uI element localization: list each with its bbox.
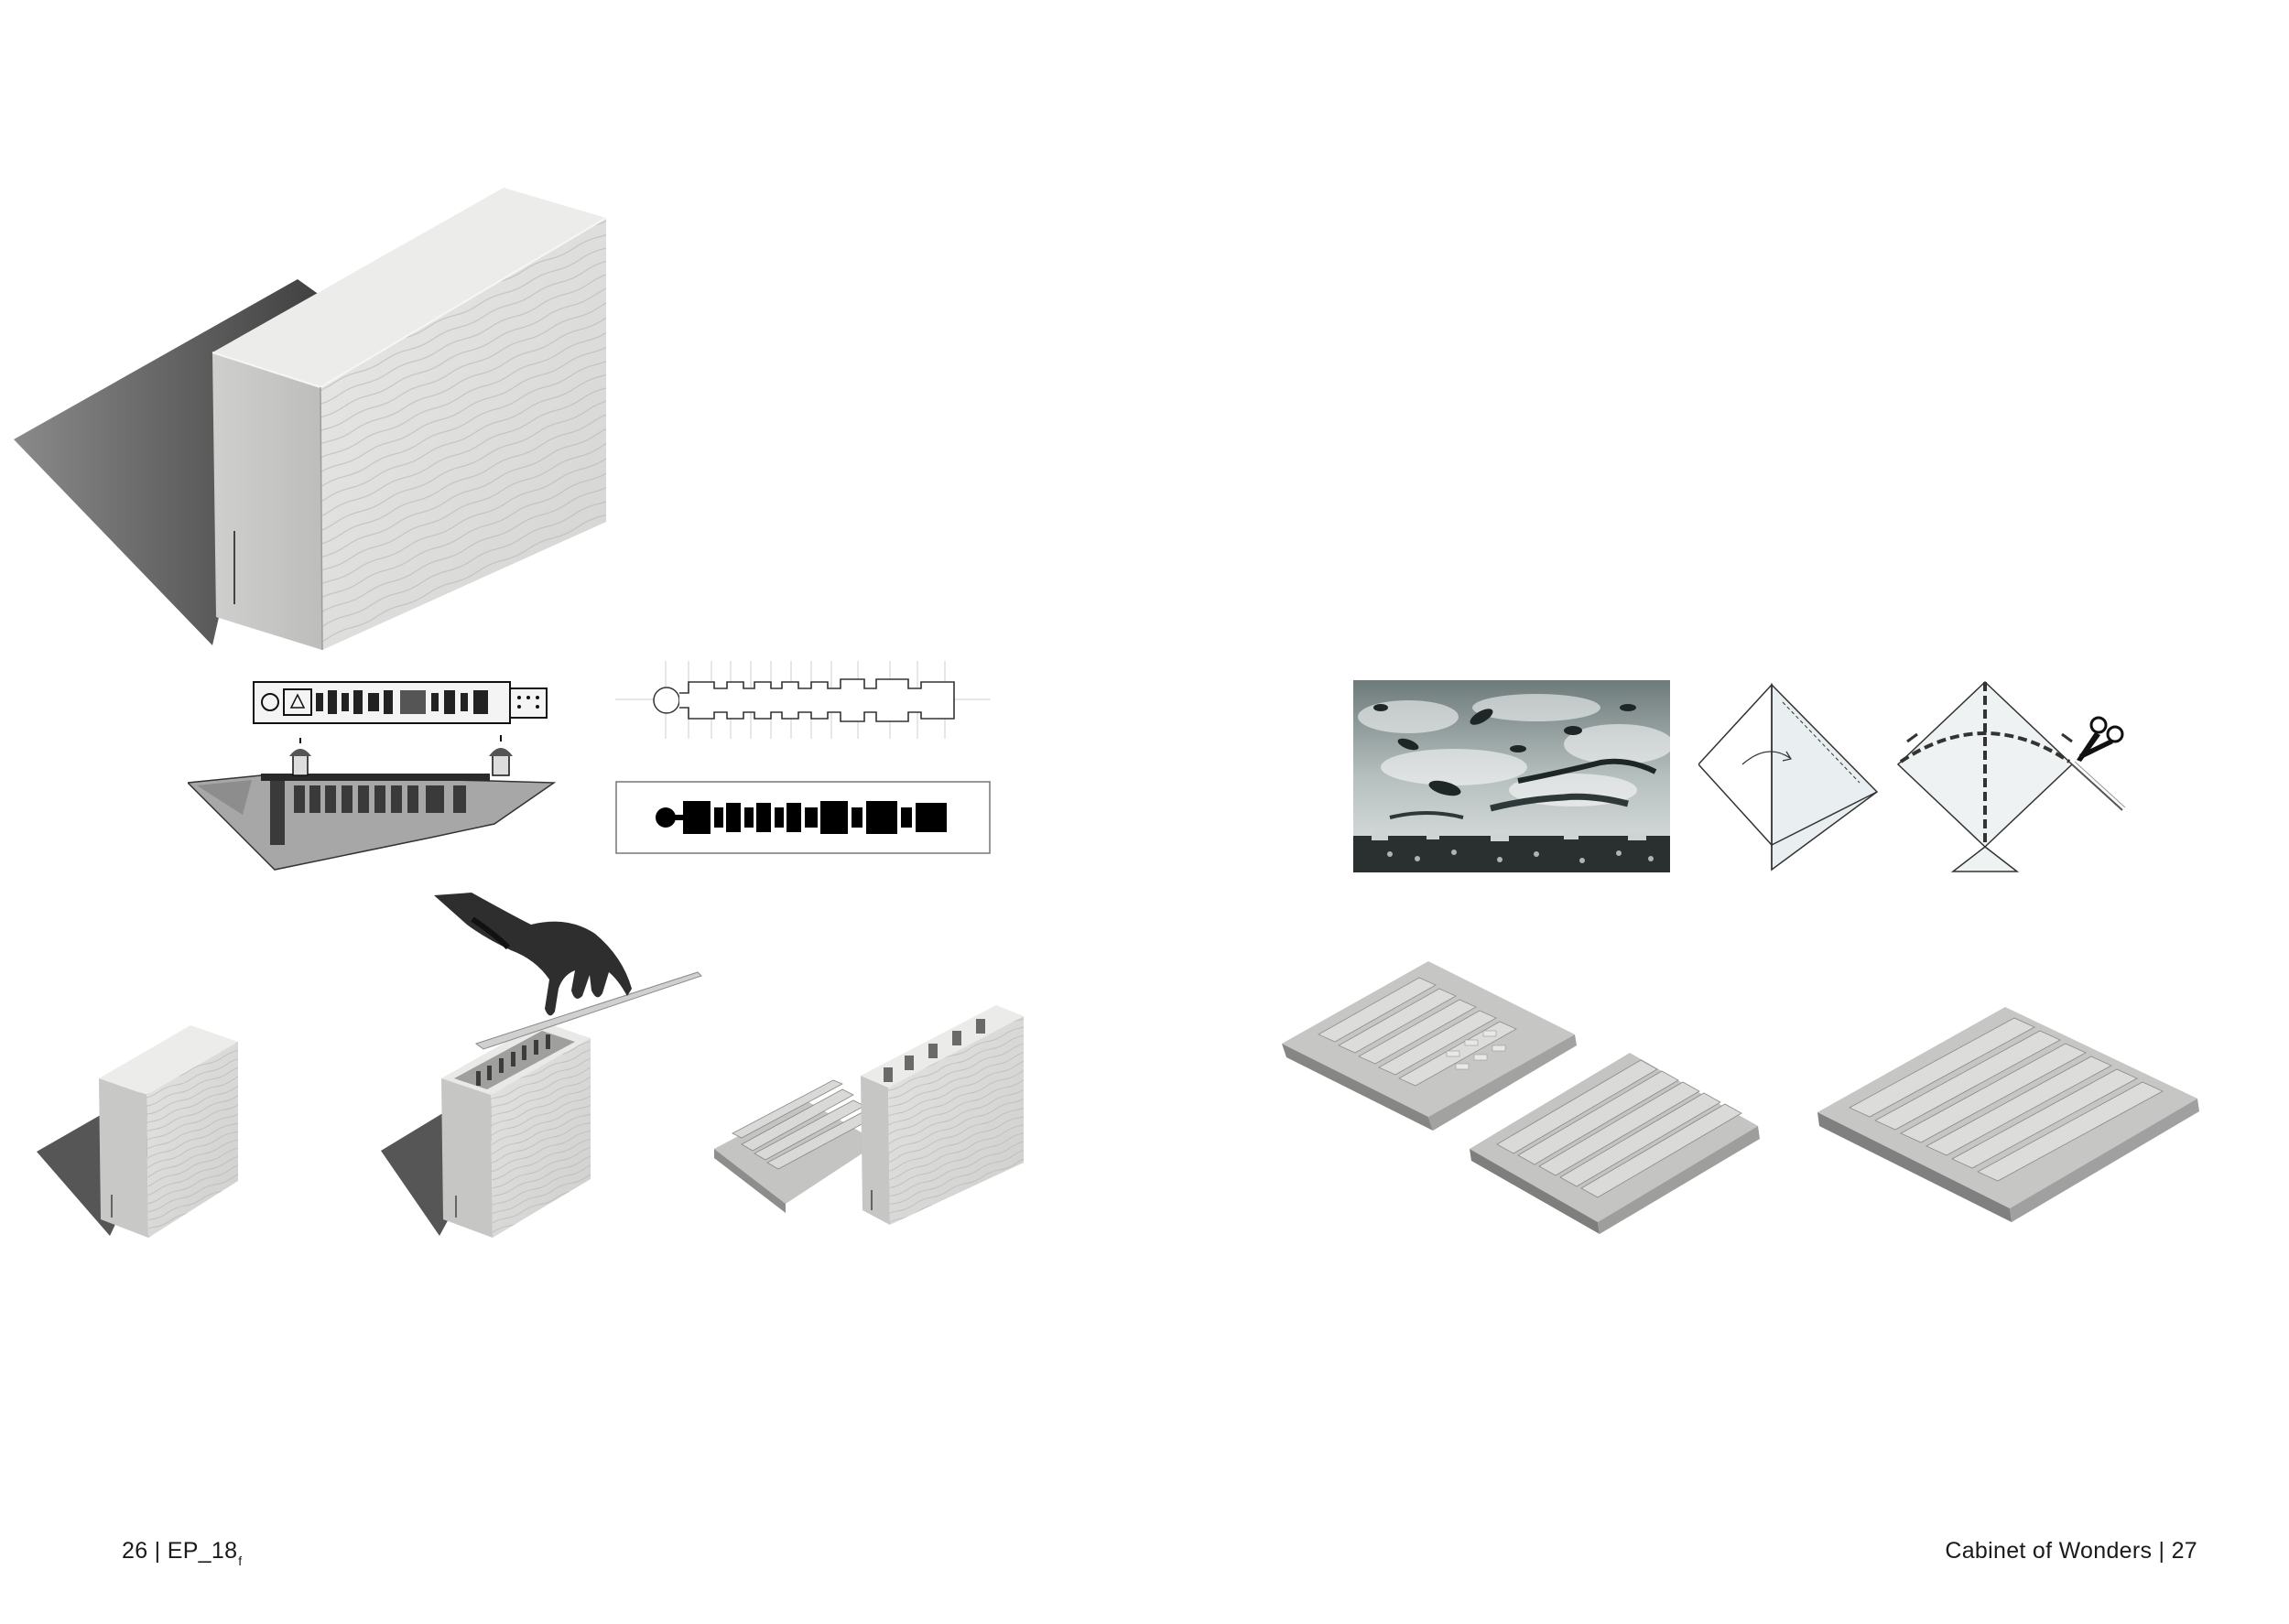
paper-fold-diagram bbox=[1698, 680, 1882, 872]
model-step-3 bbox=[714, 1005, 1024, 1225]
left-page-number: 26 bbox=[122, 1538, 148, 1564]
kite-festival-photo bbox=[1353, 680, 1670, 872]
historic-plan-section-drawing bbox=[188, 677, 655, 874]
model-step-2 bbox=[381, 893, 702, 1238]
right-folio-separator: | bbox=[2152, 1538, 2172, 1564]
left-folio-subscript: f bbox=[238, 1554, 243, 1568]
right-folio-label: Cabinet of Wonders bbox=[1945, 1538, 2153, 1564]
right-page-folio: Cabinet of Wonders | 27 bbox=[1945, 1538, 2197, 1564]
carved-model-c bbox=[1817, 1007, 2199, 1222]
plan-outline-diagram bbox=[615, 652, 991, 748]
model-step-1 bbox=[37, 1025, 238, 1238]
right-page-number: 27 bbox=[2171, 1538, 2197, 1564]
carved-model-a bbox=[1282, 961, 1577, 1131]
left-folio-label: EP_18 bbox=[167, 1538, 238, 1564]
timber-carving-sequence-photo bbox=[37, 888, 1044, 1254]
left-folio-separator: | bbox=[147, 1538, 168, 1564]
carved-model-b bbox=[1470, 1053, 1760, 1234]
left-page-folio: 26 | EP_18f bbox=[122, 1538, 242, 1568]
plan-solid-diagram bbox=[615, 781, 991, 854]
hero-timber-block-photo bbox=[0, 174, 623, 668]
scissors-icon bbox=[2077, 716, 2124, 762]
kite-cut-diagram bbox=[1893, 677, 2132, 874]
carved-timber-models-photo bbox=[1282, 943, 2216, 1254]
